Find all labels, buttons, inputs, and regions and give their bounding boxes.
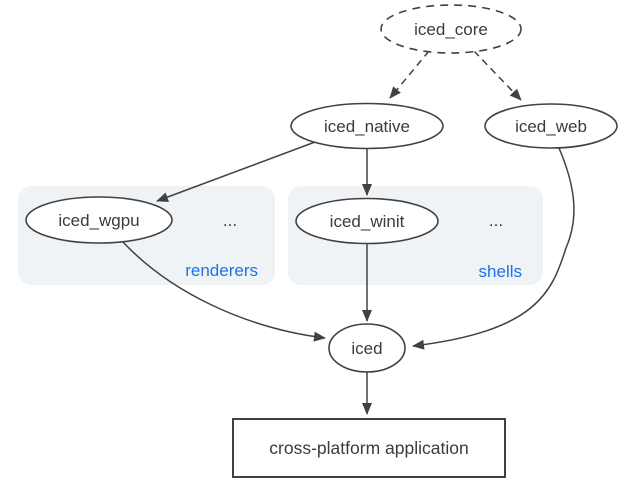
iced-label: iced — [351, 339, 382, 358]
shells-ellipsis: ... — [489, 211, 503, 230]
edge-iced-native-to-iced-wgpu — [156, 141, 316, 202]
iced-web-ellipse — [484, 103, 618, 149]
iced-winit-ellipse — [295, 197, 439, 245]
edges — [122, 50, 575, 415]
node-iced-web: iced_web — [484, 103, 618, 149]
iced-core-label: iced_core — [414, 20, 488, 39]
shells-group-label: shells — [479, 262, 522, 281]
iced-web-label: iced_web — [515, 117, 587, 136]
iced-winit-label: iced_winit — [330, 212, 405, 231]
node-iced: iced — [328, 323, 406, 373]
application-rect — [232, 418, 506, 478]
renderers-ellipsis: ... — [223, 211, 237, 230]
edge-iced-wgpu-to-iced — [122, 241, 326, 342]
edge-iced-web-to-iced — [412, 147, 575, 350]
node-iced-wgpu: iced_wgpu — [25, 196, 173, 244]
edge-iced-core-to-iced-web — [473, 50, 522, 101]
iced-ellipse — [328, 323, 406, 373]
iced-core-ellipse — [380, 4, 522, 54]
iced-native-ellipse — [290, 102, 444, 150]
edge-iced-core-to-iced-native — [389, 50, 430, 99]
node-iced-native: iced_native — [290, 102, 444, 150]
node-cross-platform-application: cross-platform application — [232, 418, 506, 478]
renderers-group-label: renderers — [185, 261, 258, 280]
node-iced-winit: iced_winit — [295, 197, 439, 245]
iced-native-label: iced_native — [324, 117, 410, 136]
node-iced-core: iced_core — [380, 4, 522, 54]
application-label: cross-platform application — [269, 438, 468, 458]
iced-wgpu-label: iced_wgpu — [58, 211, 139, 230]
iced-wgpu-ellipse — [25, 196, 173, 244]
